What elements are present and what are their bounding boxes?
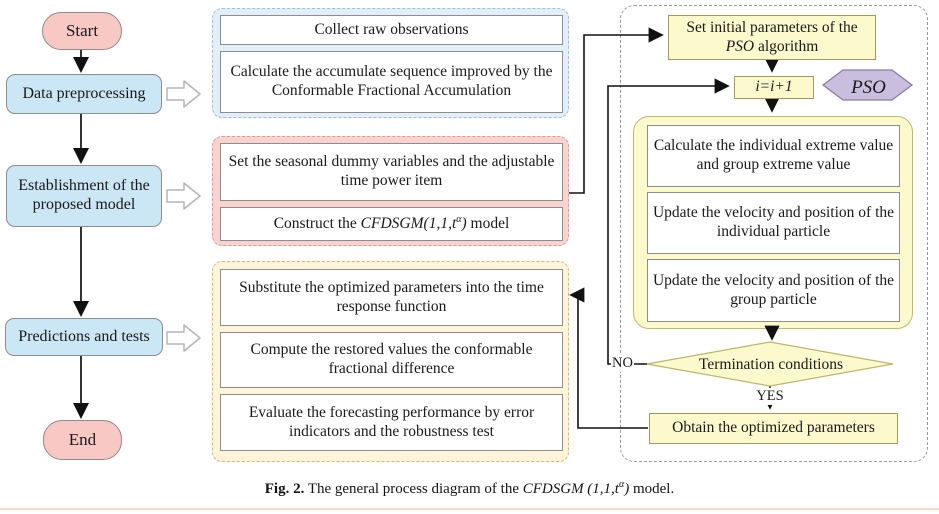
pso-result-box: Obtain the optimized parameters bbox=[649, 413, 898, 444]
pso-step-label: Calculate the individual extreme value a… bbox=[653, 137, 894, 173]
process-box-label: Compute the restored values the conforma… bbox=[250, 341, 533, 377]
block-arrow-icon bbox=[166, 182, 201, 210]
block-arrow-icon bbox=[166, 324, 201, 352]
yes-branch-label: YES bbox=[748, 388, 792, 405]
process-box-label: Collect raw observations bbox=[314, 20, 469, 38]
step-predictions: Predictions and tests bbox=[5, 318, 163, 356]
prediction-group: Substitute the optimized parameters into… bbox=[212, 261, 569, 462]
pso-step-label: Update the velocity and position of the … bbox=[652, 271, 895, 308]
process-box: Evaluate the forecasting performance by … bbox=[220, 394, 563, 451]
termination-decision-label: Termination conditions bbox=[699, 356, 843, 373]
no-branch-label: NO bbox=[611, 355, 634, 372]
pso-counter-box: i=i+1 bbox=[734, 76, 814, 99]
step-establishment: Establishment of the proposed model bbox=[6, 165, 162, 227]
process-box-label: Construct the CFDSGM(1,1,tα) model bbox=[273, 213, 510, 233]
pso-hexagon-label: PSO bbox=[851, 77, 886, 98]
step-data-preprocessing: Data preprocessing bbox=[6, 74, 162, 114]
process-box-label: Calculate the accumulate sequence improv… bbox=[230, 63, 553, 99]
process-box-label: Substitute the optimized parameters into… bbox=[239, 278, 544, 315]
process-box: Compute the restored values the conforma… bbox=[220, 332, 563, 388]
block-arrow-icon bbox=[166, 80, 201, 108]
process-box-label: Set the seasonal dummy variables and the… bbox=[228, 153, 555, 189]
process-box-label: Evaluate the forecasting performance by … bbox=[248, 403, 535, 440]
pso-result-label: Obtain the optimized parameters bbox=[672, 419, 875, 437]
connector-model-to-pso-init bbox=[569, 27, 664, 194]
process-box: Set the seasonal dummy variables and the… bbox=[220, 143, 563, 201]
pso-step-box: Update the velocity and position of the … bbox=[647, 259, 900, 322]
start-node: Start bbox=[42, 12, 122, 50]
page-divider bbox=[0, 508, 939, 510]
step-label: Data preprocessing bbox=[22, 84, 146, 102]
process-box: Calculate the accumulate sequence improv… bbox=[220, 51, 563, 113]
end-label: End bbox=[68, 430, 97, 449]
process-box-construct-model: Construct the CFDSGM(1,1,tα) model bbox=[220, 207, 563, 241]
figure-caption: Fig. 2. The general process diagram of t… bbox=[264, 479, 675, 497]
end-node: End bbox=[43, 420, 122, 460]
pso-step-box: Update the velocity and position of the … bbox=[647, 192, 900, 254]
process-box: Collect raw observations bbox=[220, 15, 563, 45]
pso-step-box: Calculate the individual extreme value a… bbox=[647, 125, 900, 187]
figure-caption-number: Fig. 2. bbox=[264, 481, 305, 497]
connector-result-to-substitute bbox=[569, 287, 648, 429]
preprocessing-group: Collect raw observations Calculate the a… bbox=[212, 8, 569, 118]
model-group: Set the seasonal dummy variables and the… bbox=[212, 136, 569, 246]
pso-hexagon bbox=[821, 69, 914, 101]
start-label: Start bbox=[65, 21, 99, 40]
pso-counter-label: i=i+1 bbox=[755, 78, 793, 96]
pso-step-label: Update the velocity and position of the … bbox=[652, 204, 895, 240]
termination-diamond bbox=[646, 341, 894, 387]
step-label: Establishment of the proposed model bbox=[18, 177, 150, 213]
step-label: Predictions and tests bbox=[18, 327, 150, 345]
process-box: Substitute the optimized parameters into… bbox=[220, 269, 563, 326]
pso-loop-group: Calculate the individual extreme value a… bbox=[633, 116, 913, 329]
